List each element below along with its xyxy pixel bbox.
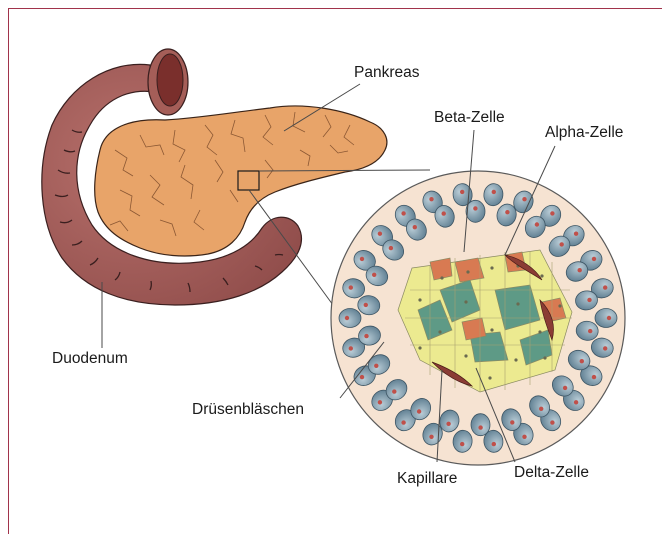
acinar-cell-nucleus bbox=[510, 420, 514, 424]
acinar-cell-nucleus bbox=[492, 442, 496, 446]
acinar-cell-nucleus bbox=[372, 273, 376, 277]
acinar-cell-nucleus bbox=[492, 190, 496, 194]
acinar-cell-nucleus bbox=[417, 409, 421, 413]
acinar-cell-nucleus bbox=[392, 389, 396, 393]
acinar-cell-nucleus bbox=[587, 298, 591, 302]
label-duodenum: Duodenum bbox=[52, 350, 128, 368]
acinar-cell-nucleus bbox=[364, 334, 368, 338]
acinar-cell-nucleus bbox=[592, 257, 596, 261]
acinar-cell-nucleus bbox=[349, 346, 353, 350]
acinar-cell-nucleus bbox=[460, 190, 464, 194]
label-druesenblaeschen: Drüsenbläschen bbox=[192, 401, 304, 419]
acinar-cell-nucleus bbox=[522, 197, 526, 201]
acinar-cell-nucleus bbox=[360, 257, 364, 261]
acinar-cell-nucleus bbox=[550, 420, 554, 424]
acinar-cell-nucleus bbox=[389, 246, 393, 250]
acinar-cell-nucleus bbox=[560, 242, 564, 246]
acinar-cell-nucleus bbox=[603, 346, 607, 350]
label-beta-zelle: Beta-Zelle bbox=[434, 109, 505, 127]
acinar-cell-nucleus bbox=[446, 422, 450, 426]
acinar-cell-nucleus bbox=[473, 206, 477, 210]
acinar-cell bbox=[595, 309, 617, 328]
label-pankreas: Pankreas bbox=[354, 64, 419, 82]
acinar-cell-nucleus bbox=[580, 359, 584, 363]
acinar-cell-nucleus bbox=[349, 285, 353, 289]
acinar-cell-nucleus bbox=[401, 420, 405, 424]
acinar-cell-nucleus bbox=[588, 329, 592, 333]
label-kapillare: Kapillare bbox=[397, 470, 457, 488]
acinar-cell-nucleus bbox=[574, 232, 578, 236]
acinar-cell-nucleus bbox=[574, 400, 578, 404]
acinar-cell-nucleus bbox=[374, 364, 378, 368]
acinar-cell-nucleus bbox=[505, 210, 509, 214]
label-alpha-zelle: Alpha-Zelle bbox=[545, 124, 623, 142]
label-delta-zelle: Delta-Zelle bbox=[514, 464, 589, 482]
acinar-cell-nucleus bbox=[460, 442, 464, 446]
acinar-cell-nucleus bbox=[345, 316, 349, 320]
acinar-cell-nucleus bbox=[442, 211, 446, 215]
acinar-cell-nucleus bbox=[378, 400, 382, 404]
acinar-cell-nucleus bbox=[535, 222, 539, 226]
acinar-cell-nucleus bbox=[603, 285, 607, 289]
acinar-cell-nucleus bbox=[522, 435, 526, 439]
acinar-cell-nucleus bbox=[360, 375, 364, 379]
acinar-cell-nucleus bbox=[429, 197, 433, 201]
acinar-cell-nucleus bbox=[607, 316, 611, 320]
acinar-cell-nucleus bbox=[539, 407, 543, 411]
pancreas-shape bbox=[95, 106, 387, 256]
acinar-cell bbox=[339, 309, 361, 328]
acinar-cell-nucleus bbox=[364, 303, 368, 307]
acinar-cell-nucleus bbox=[401, 211, 405, 215]
acinar-cell-nucleus bbox=[378, 232, 382, 236]
islet-zoom-circle bbox=[331, 171, 625, 465]
acinar-cell-nucleus bbox=[429, 435, 433, 439]
acinar-cell-nucleus bbox=[413, 225, 417, 229]
acinar-cell-nucleus bbox=[550, 211, 554, 215]
acinar-cell-nucleus bbox=[563, 386, 567, 390]
acinar-cell bbox=[471, 413, 490, 435]
acinar-cell-nucleus bbox=[592, 375, 596, 379]
acinar-cell-nucleus bbox=[578, 268, 582, 272]
acinar-cell-nucleus bbox=[478, 425, 482, 429]
acinar-cell bbox=[466, 200, 485, 222]
